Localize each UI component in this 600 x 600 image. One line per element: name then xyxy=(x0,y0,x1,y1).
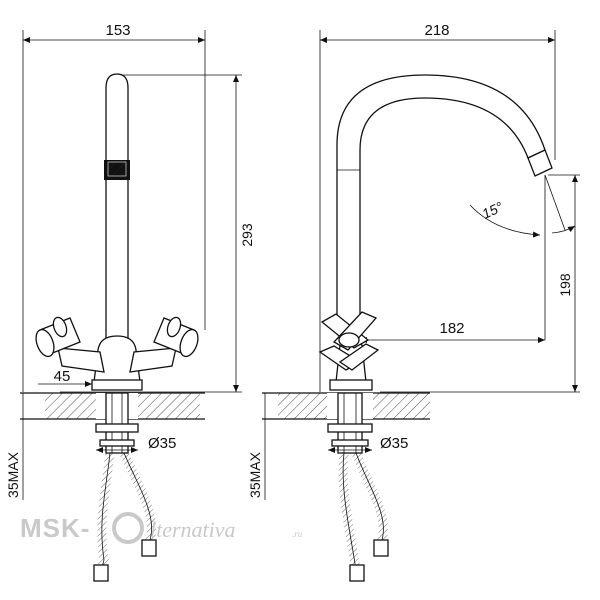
right-handle-arm xyxy=(129,347,177,373)
right-hose-left xyxy=(338,452,361,571)
base-dimension-label: 45 xyxy=(54,368,71,385)
right-hose-fitting-left xyxy=(349,564,365,582)
gooseneck-spout xyxy=(336,74,546,331)
right-max-thickness-label: 35MAX xyxy=(247,451,263,498)
right-diameter-dimension-label: Ø35 xyxy=(380,435,408,452)
height-dimension-label: 293 xyxy=(239,223,255,247)
right-width-dimension-label: 218 xyxy=(424,22,449,39)
hose-right xyxy=(119,451,157,547)
angle-label: 15° xyxy=(479,198,505,222)
reach-dimension-label: 182 xyxy=(439,320,464,337)
hose-left xyxy=(95,452,115,577)
spout-aerator xyxy=(527,149,553,177)
mixer-base xyxy=(91,379,143,391)
left-handle-arm xyxy=(57,347,105,373)
right-view: 218 15° 198 182 xyxy=(247,22,580,582)
watermark-logo-ring xyxy=(112,512,144,544)
mixer-body xyxy=(93,335,141,383)
cross-handle-hub xyxy=(338,332,360,348)
angle-arc xyxy=(469,204,541,238)
watermark-brand-right: lternativa xyxy=(150,517,236,542)
right-mounting-nut xyxy=(327,423,373,433)
angle-tilt-line xyxy=(544,174,566,231)
left-view: 153 293 45 xyxy=(5,22,255,582)
diameter-dimension-label: Ø35 xyxy=(148,435,176,452)
watermark: MSK- lternativa .ru xyxy=(20,512,303,544)
mounting-shank xyxy=(105,392,129,454)
width-dimension-label: 153 xyxy=(105,22,130,39)
watermark-suffix: .ru xyxy=(292,529,303,539)
right-hose-right xyxy=(351,451,388,547)
right-hose-fitting-right xyxy=(373,539,389,557)
mounting-nut xyxy=(95,423,139,433)
right-height-dimension-label: 198 xyxy=(557,273,573,297)
spout-tube xyxy=(105,73,129,341)
hose-fitting-right xyxy=(141,539,157,557)
cross-handle-arm xyxy=(338,343,380,371)
hose-fitting-left xyxy=(93,564,109,582)
max-thickness-label: 35MAX xyxy=(5,451,21,498)
watermark-brand-left: MSK- xyxy=(20,513,90,543)
right-mixer-base xyxy=(329,379,373,391)
